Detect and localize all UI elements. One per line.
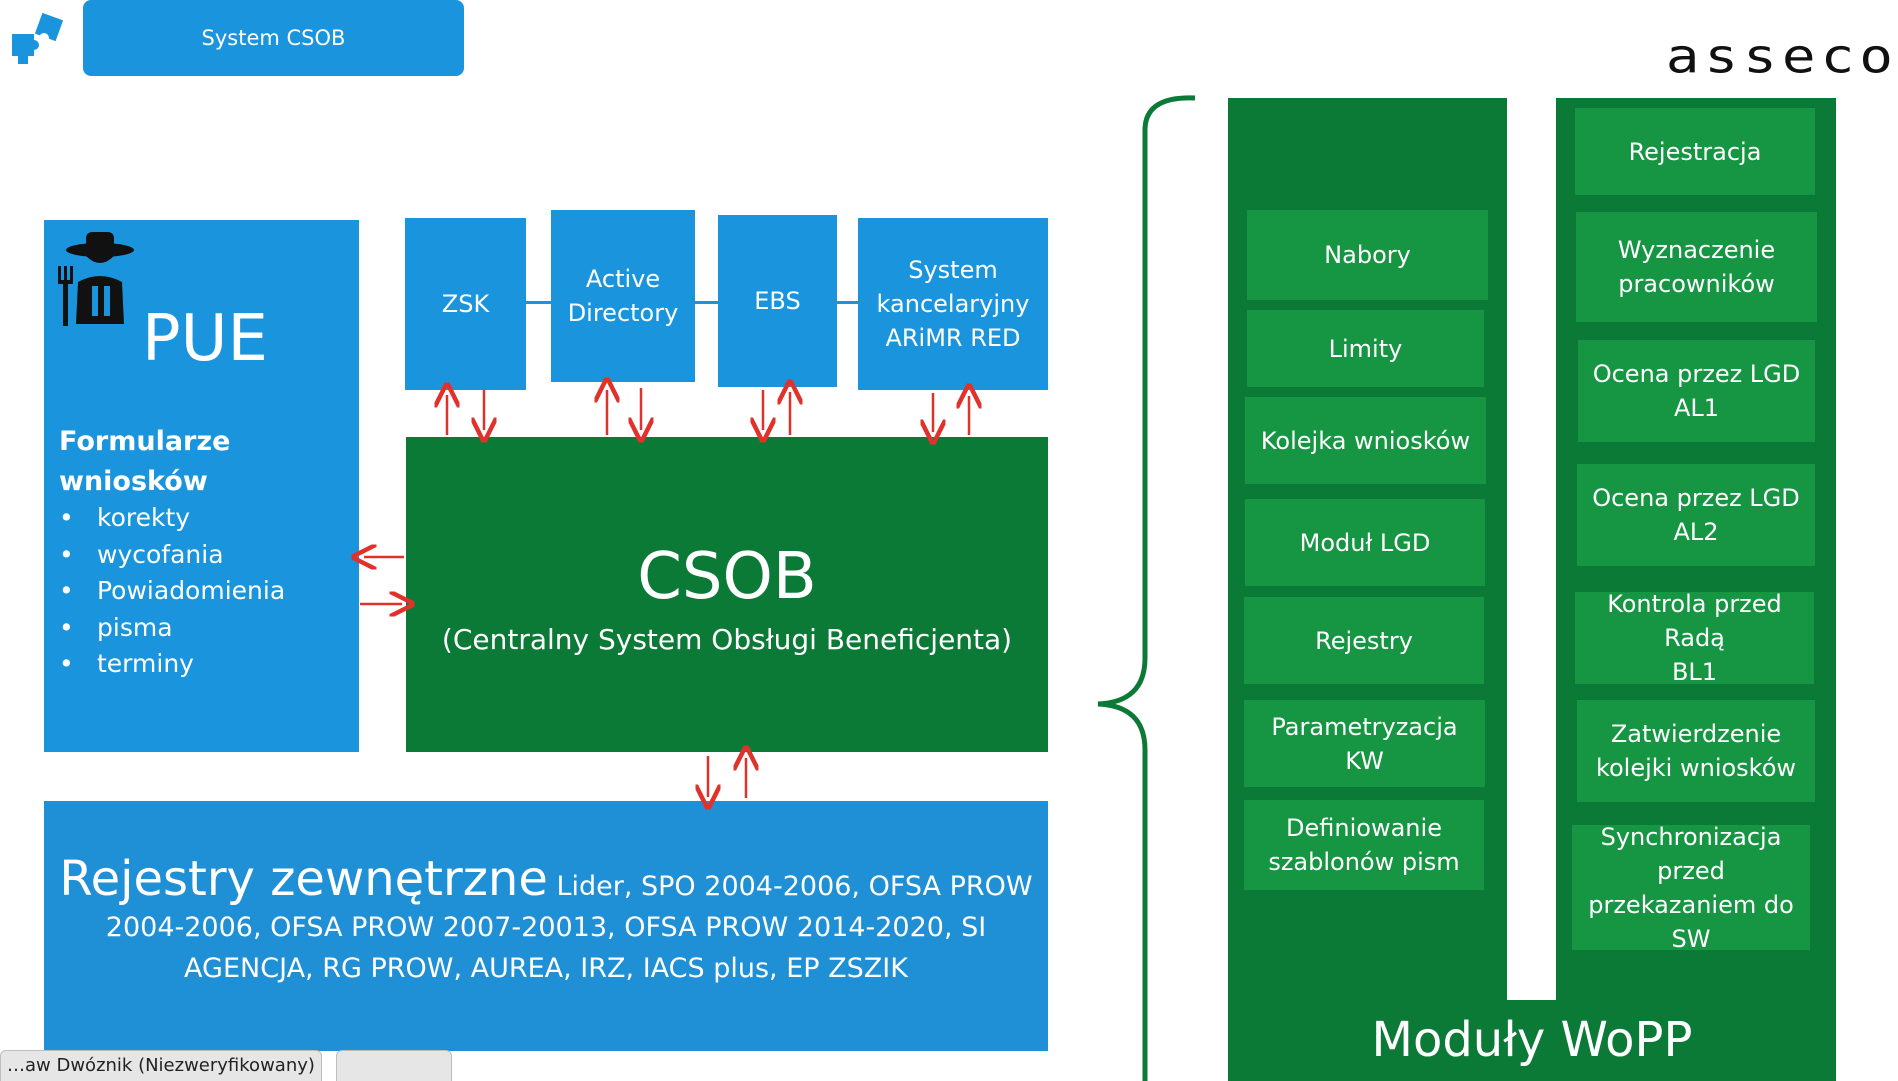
registries-list-2: 2004-2006, OFSA PROW 2007-20013, OFSA PR…	[105, 912, 987, 943]
module-zatwierdzenie: Zatwierdzenie kolejki wniosków	[1577, 700, 1815, 802]
puzzle-icon	[8, 8, 68, 68]
wopp-title: Moduły WoPP	[1371, 1012, 1693, 1068]
registries-title: Rejestry zewnętrzne	[59, 851, 548, 907]
farmer-icon	[50, 226, 142, 326]
header-title-button[interactable]: System CSOB	[83, 0, 464, 76]
connector-line	[836, 301, 858, 304]
module-nabory: Nabory	[1247, 210, 1488, 300]
connector-line	[694, 301, 719, 304]
module-parametryzacja: Parametryzacja KW	[1244, 700, 1485, 787]
list-item: korekty	[59, 500, 349, 537]
module-synchronizacja: Synchronizacja przed przekazaniem do SW	[1572, 823, 1810, 953]
kancelaryjny-label: System kancelaryjny ARiMR RED	[876, 256, 1030, 352]
pue-title: PUE	[142, 302, 268, 376]
ebs-label: EBS	[754, 287, 801, 315]
zsk-label: ZSK	[441, 290, 490, 318]
module-kontrola: Kontrola przed Radą BL1	[1575, 590, 1814, 686]
registries-panel: Rejestry zewnętrzne Lider, SPO 2004-2006…	[44, 801, 1048, 1051]
module-ocena-al2: Ocena przez LGD AL2	[1577, 464, 1815, 566]
pue-panel: PUE Formularze wniosków korekty wycofani…	[44, 220, 359, 752]
module-rejestry: Rejestry	[1244, 597, 1484, 684]
registries-list-1: Lider, SPO 2004-2006, OFSA PROW	[556, 871, 1033, 902]
module-kolejka: Kolejka wniosków	[1245, 397, 1486, 484]
arrows-layer	[0, 0, 1100, 820]
module-lgd: Moduł LGD	[1245, 499, 1485, 586]
module-rejestracja: Rejestracja	[1575, 108, 1815, 195]
module-wyznaczenie: Wyznaczenie pracowników	[1576, 212, 1817, 322]
ebs-box: EBS	[718, 215, 837, 387]
registries-list-3: AGENCJA, RG PROW, AUREA, IRZ, IACS plus,…	[184, 953, 908, 984]
csob-panel: CSOB (Centralny System Obsługi Beneficje…	[406, 437, 1048, 752]
active-directory-label: Active Directory	[567, 265, 679, 327]
pue-subtitle: Formularze wniosków	[59, 426, 231, 497]
participant-label: …aw Dwóznik (Niezweryfikowany)	[0, 1050, 322, 1081]
registries-line-1: Rejestry zewnętrzne Lider, SPO 2004-2006…	[44, 855, 1048, 907]
list-item: pisma	[59, 610, 349, 647]
csob-subtitle: (Centralny System Obsługi Beneficjenta)	[441, 622, 1013, 656]
connector-line	[525, 301, 551, 304]
list-item: wycofania	[59, 537, 349, 574]
pue-list: korekty wycofania Powiadomienia pisma te…	[59, 500, 349, 683]
wopp-base	[1228, 1000, 1836, 1081]
zsk-box: ZSK	[405, 218, 526, 390]
participant-controls[interactable]	[336, 1050, 452, 1081]
active-directory-box: Active Directory	[551, 210, 695, 382]
asseco-logo: asseco	[1665, 28, 1898, 85]
list-item: terminy	[59, 646, 349, 683]
module-limity: Limity	[1247, 310, 1484, 387]
module-definiowanie: Definiowanie szablonów pism	[1244, 800, 1484, 890]
csob-title: CSOB	[637, 540, 817, 614]
registries-text: Rejestry zewnętrzne Lider, SPO 2004-2006…	[44, 855, 1048, 989]
module-ocena-al1: Ocena przez LGD AL1	[1578, 340, 1815, 442]
curly-brace	[1097, 95, 1196, 1081]
list-item: Powiadomienia	[59, 573, 349, 610]
kancelaryjny-box: System kancelaryjny ARiMR RED	[858, 218, 1048, 390]
